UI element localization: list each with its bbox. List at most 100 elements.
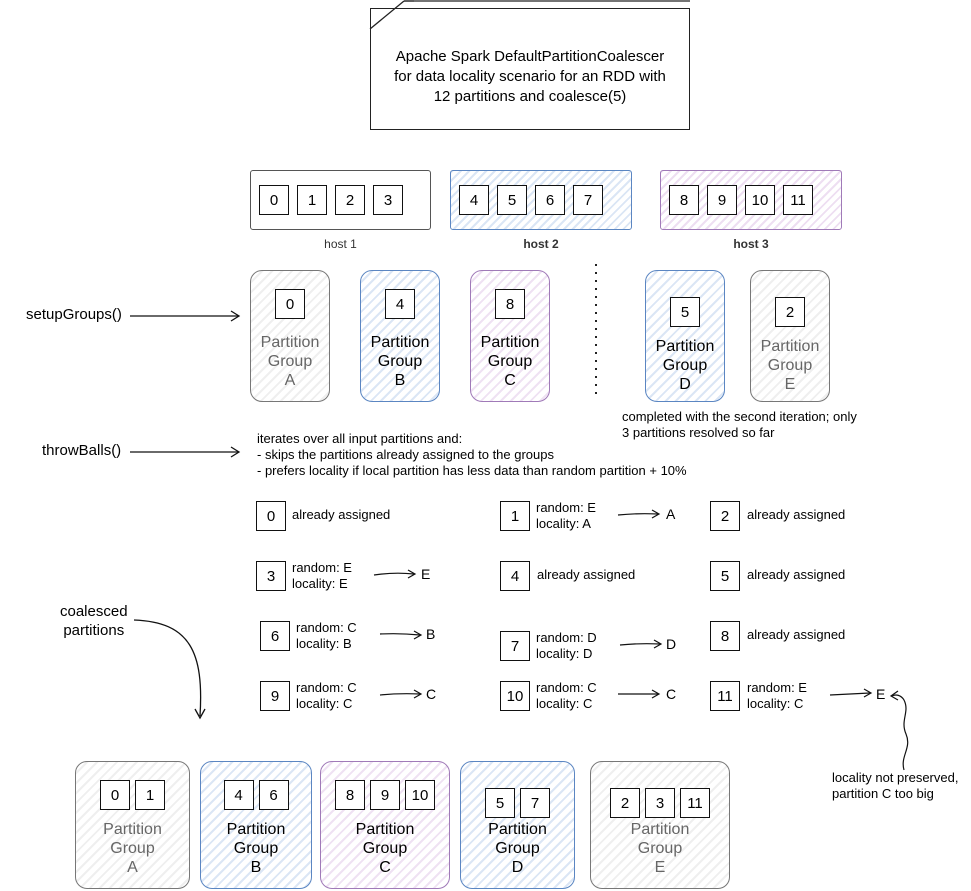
item-partition: 6 — [260, 621, 290, 651]
throw-balls-label: throwBalls() — [42, 442, 122, 459]
host-partition: 5 — [497, 185, 527, 215]
setup-group-e: 2 Partition Group E — [750, 270, 830, 402]
group-label: Partition Group C — [480, 334, 540, 389]
coalesced-group-e: 2 3 11 Partition Group E — [590, 761, 730, 889]
item-partition: 4 — [500, 561, 530, 591]
group-partition: 10 — [405, 780, 435, 810]
group-partition: 5 — [485, 788, 515, 818]
item-partition: 2 — [710, 501, 740, 531]
item-text: random: C locality: C — [536, 680, 597, 711]
group-partition: 9 — [370, 780, 400, 810]
host-partition: 4 — [459, 185, 489, 215]
group-partition: 7 — [520, 788, 550, 818]
item-text: already assigned — [537, 567, 636, 582]
locality-note: locality not preserved, partition C too … — [832, 770, 959, 801]
group-partition: 1 — [135, 780, 165, 810]
title-top-edge — [404, 0, 690, 2]
item-text: random: C locality: B — [296, 620, 357, 651]
coalesced-group-a: 0 1 Partition Group A — [75, 761, 190, 889]
host-partition: 3 — [373, 185, 403, 215]
host-1-label: host 1 — [324, 237, 357, 251]
throw-arrow — [130, 446, 241, 458]
group-label: Partition Group B — [370, 334, 430, 389]
diagram-title: Apache Spark DefaultPartitionCoalescer f… — [394, 48, 666, 105]
dotted-separator — [595, 264, 597, 400]
host-partition: 7 — [573, 185, 603, 215]
title-box: Apache Spark DefaultPartitionCoalescer f… — [370, 8, 690, 130]
group-label: Partition Group A — [260, 334, 320, 389]
item-text: already assigned — [747, 507, 846, 522]
item-target: E — [421, 566, 431, 582]
item-text: random: D locality: D — [536, 630, 597, 661]
item-partition: 3 — [256, 561, 286, 591]
host-partition: 10 — [745, 185, 775, 215]
host-partition: 0 — [259, 185, 289, 215]
item-arrow — [829, 688, 873, 698]
coalesced-group-b: 4 6 Partition Group B — [200, 761, 312, 889]
group-label: Partition Group A — [103, 821, 162, 876]
group-label: Partition Group B — [226, 821, 286, 876]
group-partition: 0 — [275, 289, 305, 319]
group-partition: 2 — [610, 788, 640, 818]
group-partition: 0 — [100, 780, 130, 810]
item-text: random: C locality: C — [296, 680, 357, 711]
item-target: B — [426, 626, 436, 642]
group-label: Partition Group C — [355, 821, 415, 876]
item-partition: 9 — [260, 681, 290, 711]
item-partition: 8 — [710, 621, 740, 651]
group-partition: 3 — [645, 788, 675, 818]
item-partition: 11 — [710, 681, 740, 711]
throw-description: iterates over all input partitions and: … — [257, 431, 687, 478]
item-partition: 5 — [710, 561, 740, 591]
setup-group-c: 8 Partition Group C — [470, 270, 550, 402]
item-target: D — [666, 636, 677, 652]
host-partition: 9 — [707, 185, 737, 215]
item-target: C — [426, 686, 437, 702]
item-text: random: E locality: C — [747, 680, 807, 711]
item-text: already assigned — [292, 507, 391, 522]
group-partition: 6 — [258, 780, 289, 810]
item-target: E — [876, 686, 886, 702]
host-3-box: 8 9 10 11 — [660, 170, 842, 230]
group-partition: 11 — [680, 788, 710, 818]
item-text: random: E locality: E — [292, 560, 352, 591]
second-iteration-note: completed with the second iteration; onl… — [622, 409, 857, 440]
item-partition: 1 — [500, 501, 530, 531]
item-partition: 7 — [500, 631, 530, 661]
coalesced-label: coalesced partitions — [60, 603, 128, 639]
coalesced-group-d: 5 7 Partition Group D — [460, 761, 575, 889]
item-text: random: E locality: A — [536, 500, 596, 531]
item-arrow — [618, 689, 661, 699]
item-target: C — [666, 686, 677, 702]
setup-group-b: 4 Partition Group B — [360, 270, 440, 402]
coalesced-arrow — [133, 619, 206, 720]
host-2-box: 4 5 6 7 — [450, 170, 632, 230]
item-text: already assigned — [747, 627, 846, 642]
host-partition: 1 — [297, 185, 327, 215]
title-fold-corner — [369, 0, 414, 30]
item-text: already assigned — [747, 567, 846, 582]
group-partition: 8 — [495, 289, 525, 319]
host-partition: 2 — [335, 185, 365, 215]
item-target: A — [666, 506, 676, 522]
host-partition: 6 — [535, 185, 565, 215]
item-arrow — [619, 639, 663, 649]
setup-group-a: 0 Partition Group A — [250, 270, 330, 402]
item-partition: 0 — [256, 501, 286, 531]
locality-note-arrow — [889, 690, 909, 771]
setup-arrow — [130, 310, 241, 322]
group-partition: 5 — [670, 297, 700, 327]
item-arrow — [379, 630, 423, 640]
host-2-label: host 2 — [523, 237, 559, 251]
item-arrow — [617, 509, 661, 519]
item-arrow — [373, 569, 417, 579]
setup-groups-label: setupGroups() — [26, 306, 122, 323]
group-label: Partition Group E — [760, 338, 820, 393]
host-3-label: host 3 — [733, 237, 769, 251]
coalesced-group-c: 8 9 10 Partition Group C — [320, 761, 450, 889]
group-partition: 4 — [385, 289, 415, 319]
group-partition: 2 — [775, 297, 805, 327]
item-arrow — [379, 689, 423, 699]
group-label: Partition Group E — [630, 821, 690, 876]
host-1-box: 0 1 2 3 — [250, 170, 431, 230]
